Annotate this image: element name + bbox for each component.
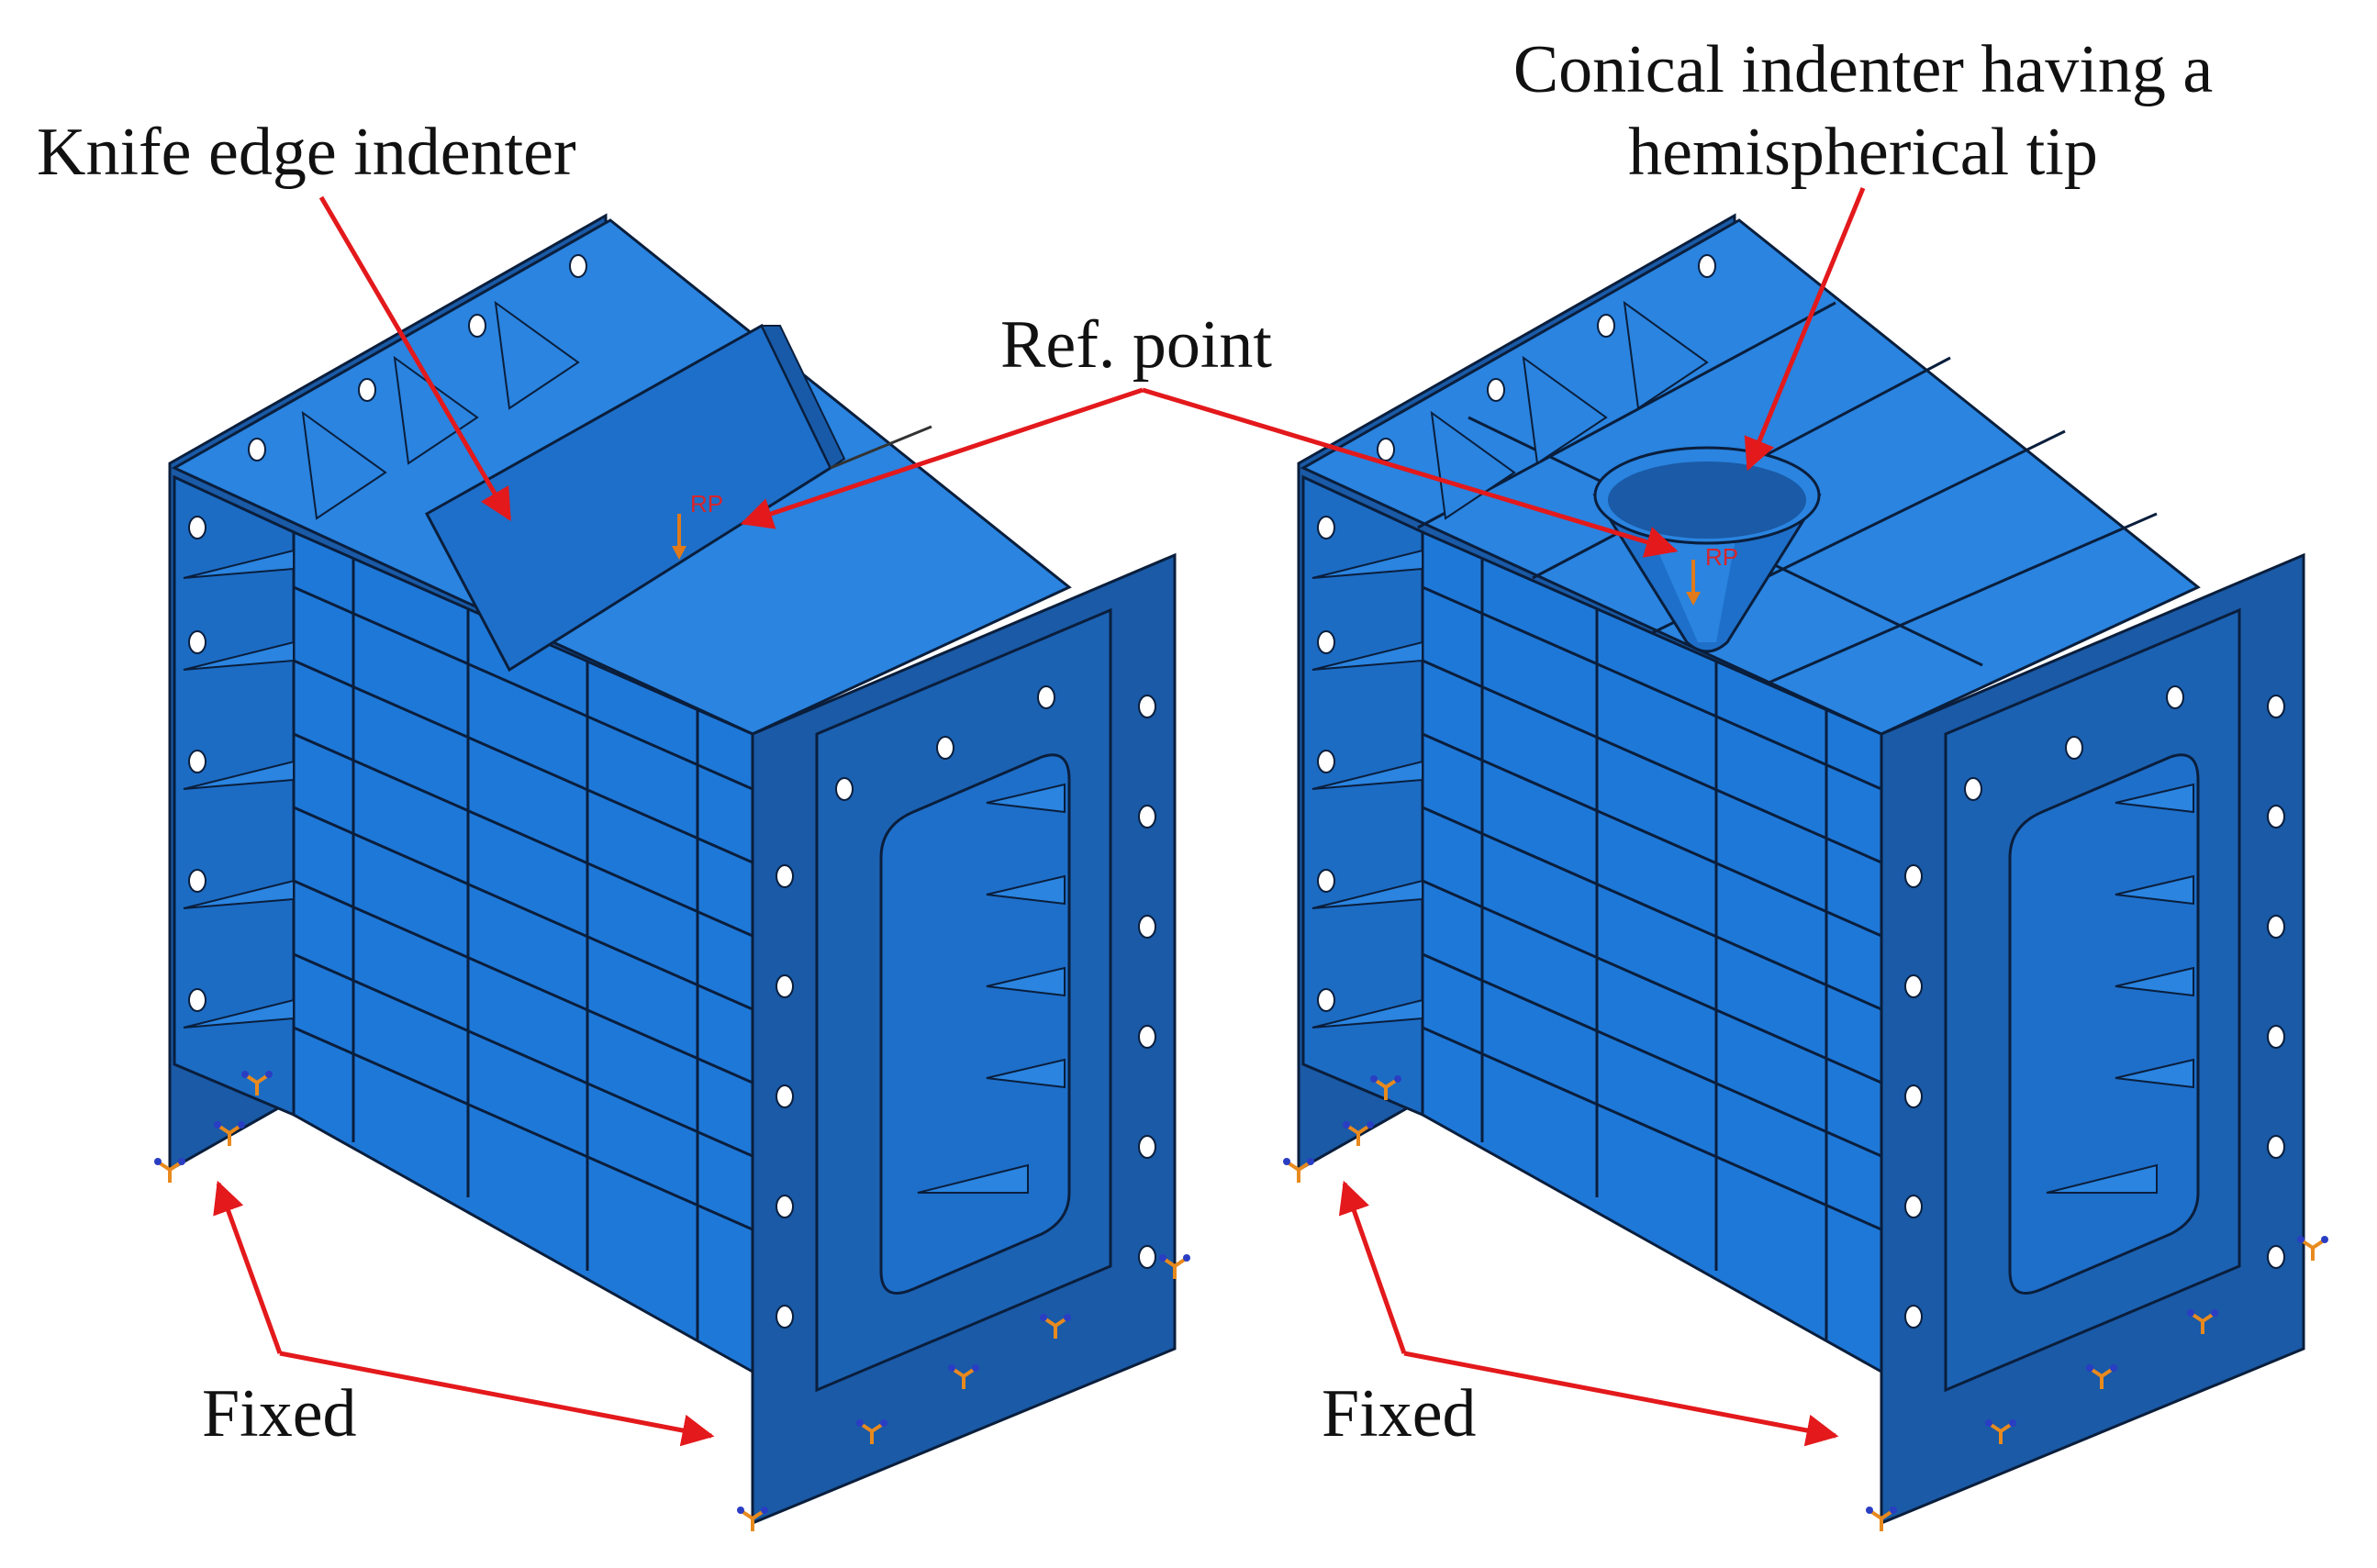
arrow-fixed-right-upper	[1338, 1180, 1407, 1354]
rp-label-right: RP	[1705, 543, 1738, 571]
label-fixed-left: Fixed	[202, 1376, 357, 1451]
left-inner-stiffeners	[917, 783, 1066, 1194]
right-back-flange-holes	[1317, 254, 1716, 1012]
bc-symbol	[737, 1507, 768, 1531]
bc-symbol	[2297, 1236, 2328, 1261]
rp-label-left: RP	[690, 490, 723, 517]
left-side-mesh	[293, 558, 753, 1340]
right-front-window-opening	[2008, 753, 2200, 1295]
right-fixed-bc-symbols	[1283, 1075, 2328, 1531]
bc-symbol	[214, 1121, 245, 1146]
left-model-knife-edge: RP	[154, 213, 1190, 1531]
bc-symbol	[1866, 1507, 1897, 1531]
left-top-stiffeners	[301, 300, 580, 520]
label-conical-indenter-line2: hemispherical tip	[1628, 115, 2098, 190]
right-side-mesh	[1422, 558, 1882, 1340]
arrow-conical	[1744, 187, 1866, 472]
left-fixed-bc-symbols	[154, 1071, 1190, 1531]
bc-symbol	[1370, 1075, 1401, 1100]
arrow-fixed-left-upper	[213, 1180, 283, 1354]
knife-edge-indenter	[424, 323, 932, 673]
bc-symbol	[2086, 1364, 2117, 1389]
label-fixed-right: Fixed	[1322, 1376, 1477, 1451]
right-inner-stiffeners	[2046, 783, 2194, 1194]
arrow-fixed-left-lower	[279, 1351, 715, 1447]
bc-symbol	[1985, 1419, 2016, 1444]
bc-symbol	[1283, 1158, 1314, 1183]
arrow-ref-point-right	[1142, 387, 1679, 558]
bc-symbol	[948, 1364, 979, 1389]
left-back-flange-holes	[188, 254, 587, 1012]
arrow-knife-edge	[318, 195, 512, 522]
left-front-flange-holes	[776, 685, 1156, 1329]
left-triangular-stiffeners	[183, 549, 295, 1029]
bc-symbol	[2187, 1309, 2218, 1334]
bc-symbol	[1040, 1314, 1071, 1339]
annotation-arrows	[213, 187, 1866, 1447]
right-triangular-stiffeners	[1311, 549, 1423, 1029]
right-model-conical: RP	[1283, 213, 2328, 1531]
arrow-fixed-right-lower	[1403, 1351, 1839, 1447]
bc-symbol	[856, 1419, 887, 1444]
right-front-flange-holes	[1904, 685, 2285, 1329]
right-top-stiffeners	[1430, 300, 1709, 520]
bc-symbol	[241, 1071, 273, 1095]
bc-symbol	[154, 1158, 185, 1183]
bc-symbol	[1159, 1254, 1190, 1279]
left-ref-point-marker: RP	[672, 490, 723, 560]
label-knife-edge-indenter: Knife edge indenter	[37, 115, 576, 190]
label-conical-indenter-line1: Conical indenter having a	[1513, 32, 2213, 107]
label-ref-point: Ref. point	[1000, 307, 1272, 383]
arrow-ref-point-left	[740, 387, 1144, 529]
bc-symbol	[1343, 1121, 1374, 1146]
left-front-window-opening	[879, 753, 1071, 1295]
right-ref-point-marker: RP	[1686, 543, 1738, 606]
